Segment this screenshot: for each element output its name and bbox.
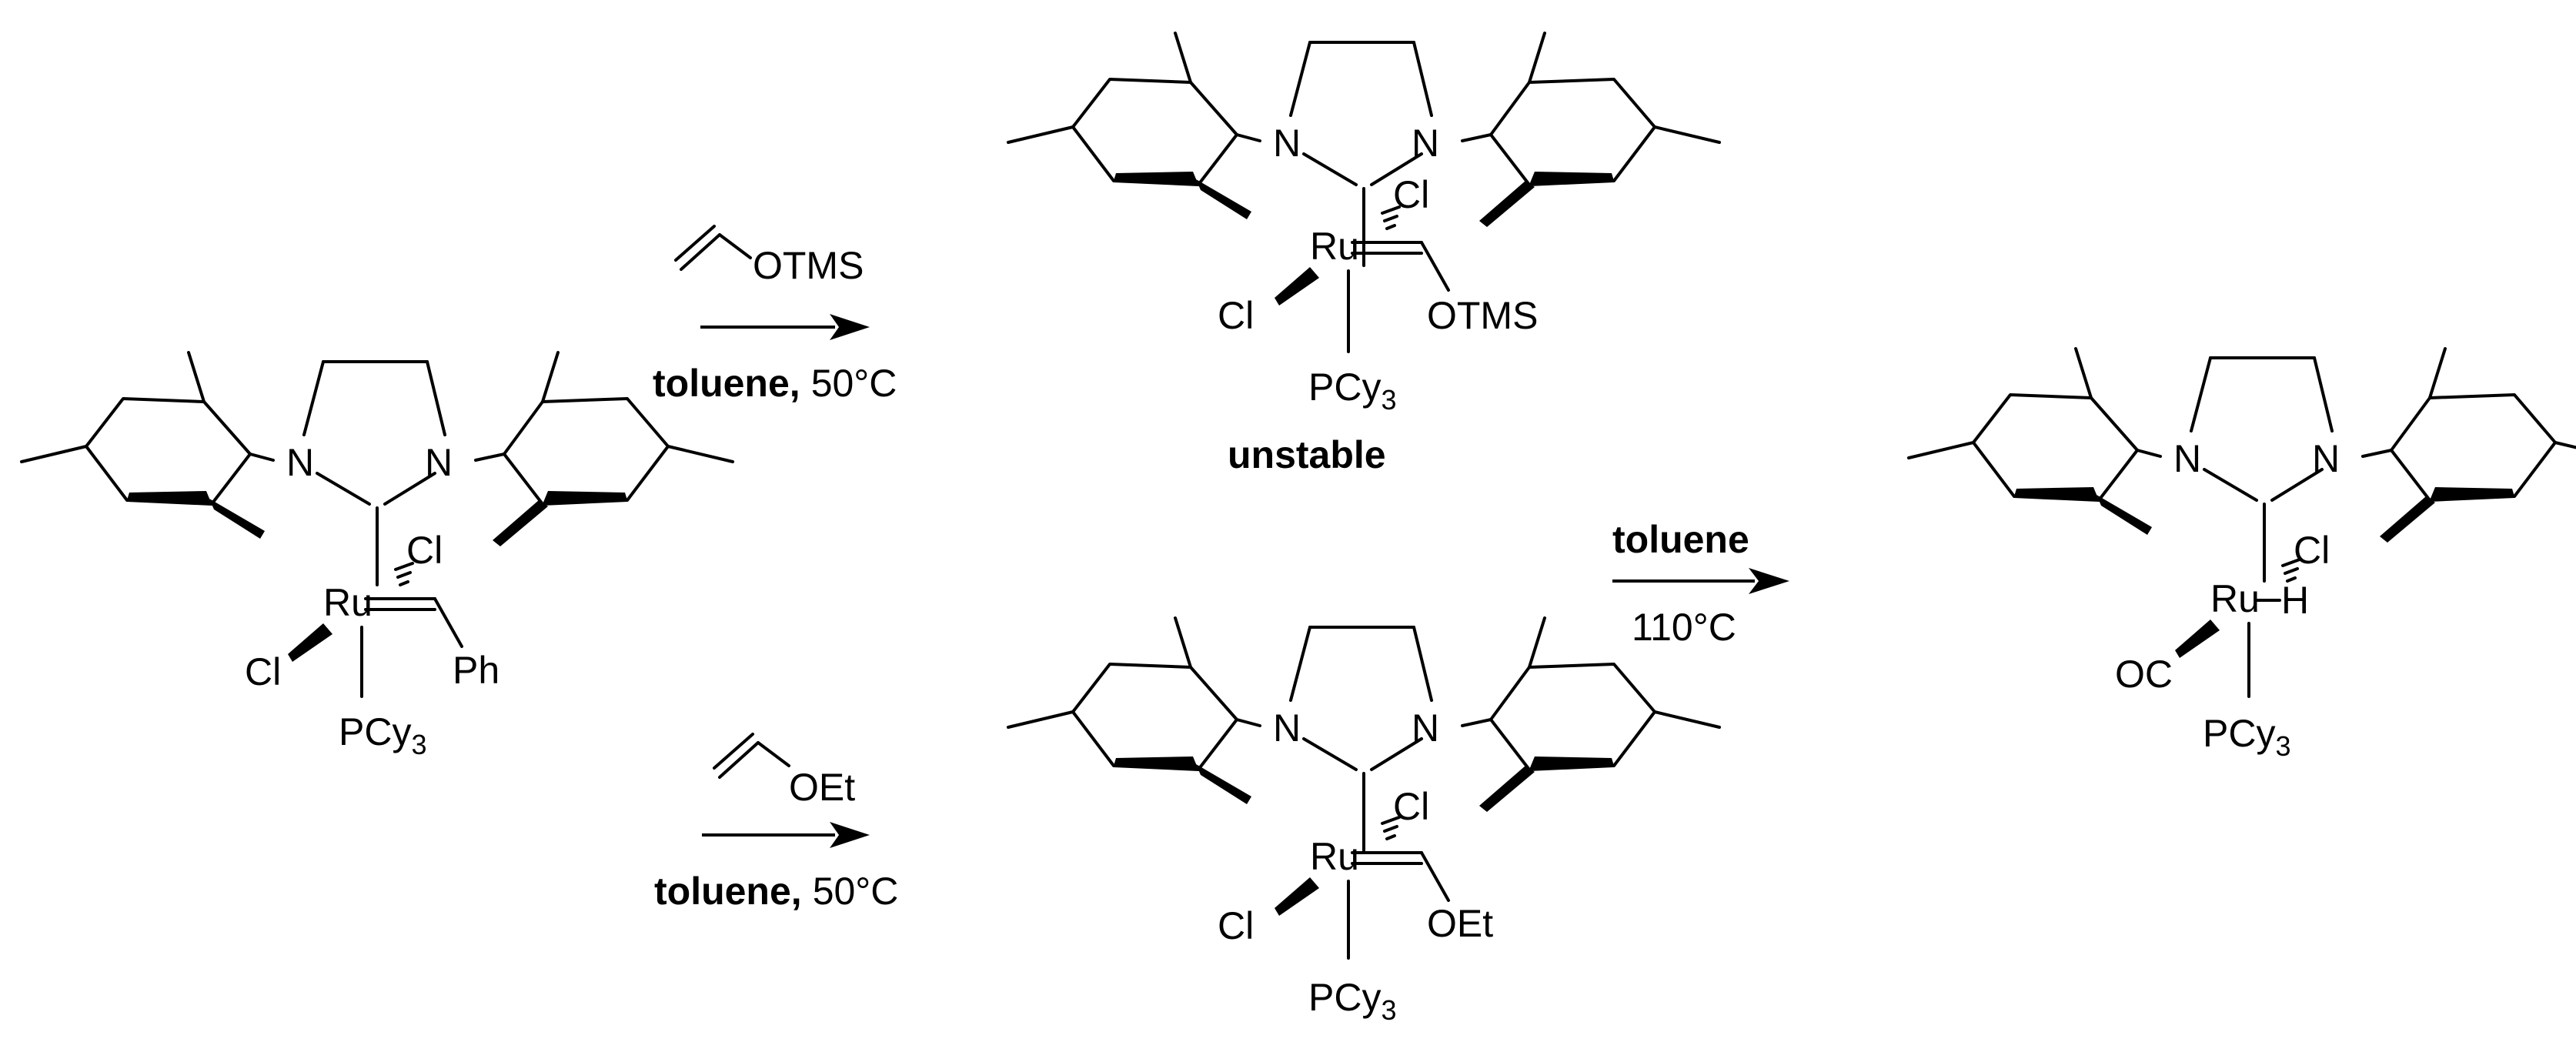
vinyl-bond	[757, 741, 790, 767]
ru-atom: Ru	[323, 581, 373, 624]
n-atom-right: N	[1412, 122, 1439, 165]
carbonyl-ligand: OC	[2115, 653, 2173, 696]
cl-atom-apical: Cl	[1393, 173, 1429, 216]
ru-atom: Ru	[1310, 225, 1359, 268]
oet-carbene-complex: N N Ru Cl Cl OEt PCy3	[1007, 616, 1721, 1026]
n-atom-left: N	[2173, 437, 2201, 480]
cl-atom-apical: Cl	[406, 529, 443, 572]
cl-atom-wedge: Cl	[1218, 904, 1254, 947]
pcy3-ligand: PCy3	[339, 710, 427, 760]
pcy3-ligand: PCy3	[1308, 976, 1397, 1026]
vinyl-bond	[718, 233, 752, 259]
hashed-bond	[1381, 205, 1401, 230]
n-atom-right: N	[1412, 706, 1439, 750]
n-atom-right: N	[425, 441, 453, 484]
n-atom-left: N	[1273, 122, 1301, 165]
reaction-arrow-bottom: OEt toluene,50°C	[654, 733, 898, 913]
reaction-arrow-right: toluene 110°C	[1612, 518, 1789, 649]
oet-group: OEt	[1427, 902, 1493, 945]
hashed-bond	[394, 562, 414, 586]
ruthenium-hydride-product: N N Ru Cl H OC PCy3	[1907, 347, 2576, 762]
hashed-bond	[2281, 558, 2301, 583]
conditions-right-temperature: 110°C	[1632, 606, 1736, 649]
conditions-top: toluene,50°C	[653, 362, 897, 405]
vinyl-bond	[674, 225, 716, 262]
otms-reagent: OTMS	[753, 244, 864, 287]
cl-atom-wedge: Cl	[1218, 294, 1254, 337]
hashed-bond	[1381, 816, 1401, 840]
vinyl-bond	[718, 741, 760, 779]
n-atom-left: N	[286, 441, 314, 484]
cl-atom-apical: Cl	[2294, 529, 2330, 572]
unstable-label: unstable	[1228, 433, 1386, 476]
n-atom-right: N	[2312, 437, 2340, 480]
wedge-bond	[1275, 267, 1319, 306]
h-atom: H	[2281, 579, 2309, 622]
wedge-bond	[2175, 620, 2220, 658]
cl-atom-apical: Cl	[1393, 785, 1429, 828]
pcy3-ligand: PCy3	[1308, 366, 1397, 416]
reaction-arrow-top: OTMS toluene,50°C	[653, 225, 897, 405]
starting-complex: N N Ru Cl Cl Ph PCy3	[20, 351, 734, 760]
conditions-right-solvent: toluene	[1612, 518, 1749, 561]
otms-group: OTMS	[1427, 294, 1538, 337]
n-atom-left: N	[1273, 706, 1301, 750]
conditions-bottom: toluene,50°C	[654, 870, 898, 913]
ph-group: Ph	[453, 649, 499, 692]
ru-atom: Ru	[2210, 577, 2260, 620]
cl-atom-wedge: Cl	[245, 650, 281, 693]
pcy3-ligand: PCy3	[2203, 712, 2291, 762]
vinyl-bond	[680, 233, 721, 271]
oet-reagent: OEt	[789, 766, 855, 809]
wedge-bond	[1275, 877, 1319, 916]
ru-atom: Ru	[1310, 835, 1359, 878]
otms-carbene-complex: N N Ru Cl Cl OTMS PCy3	[1007, 32, 1721, 416]
wedge-bond	[288, 623, 332, 662]
vinyl-bond	[713, 733, 754, 770]
